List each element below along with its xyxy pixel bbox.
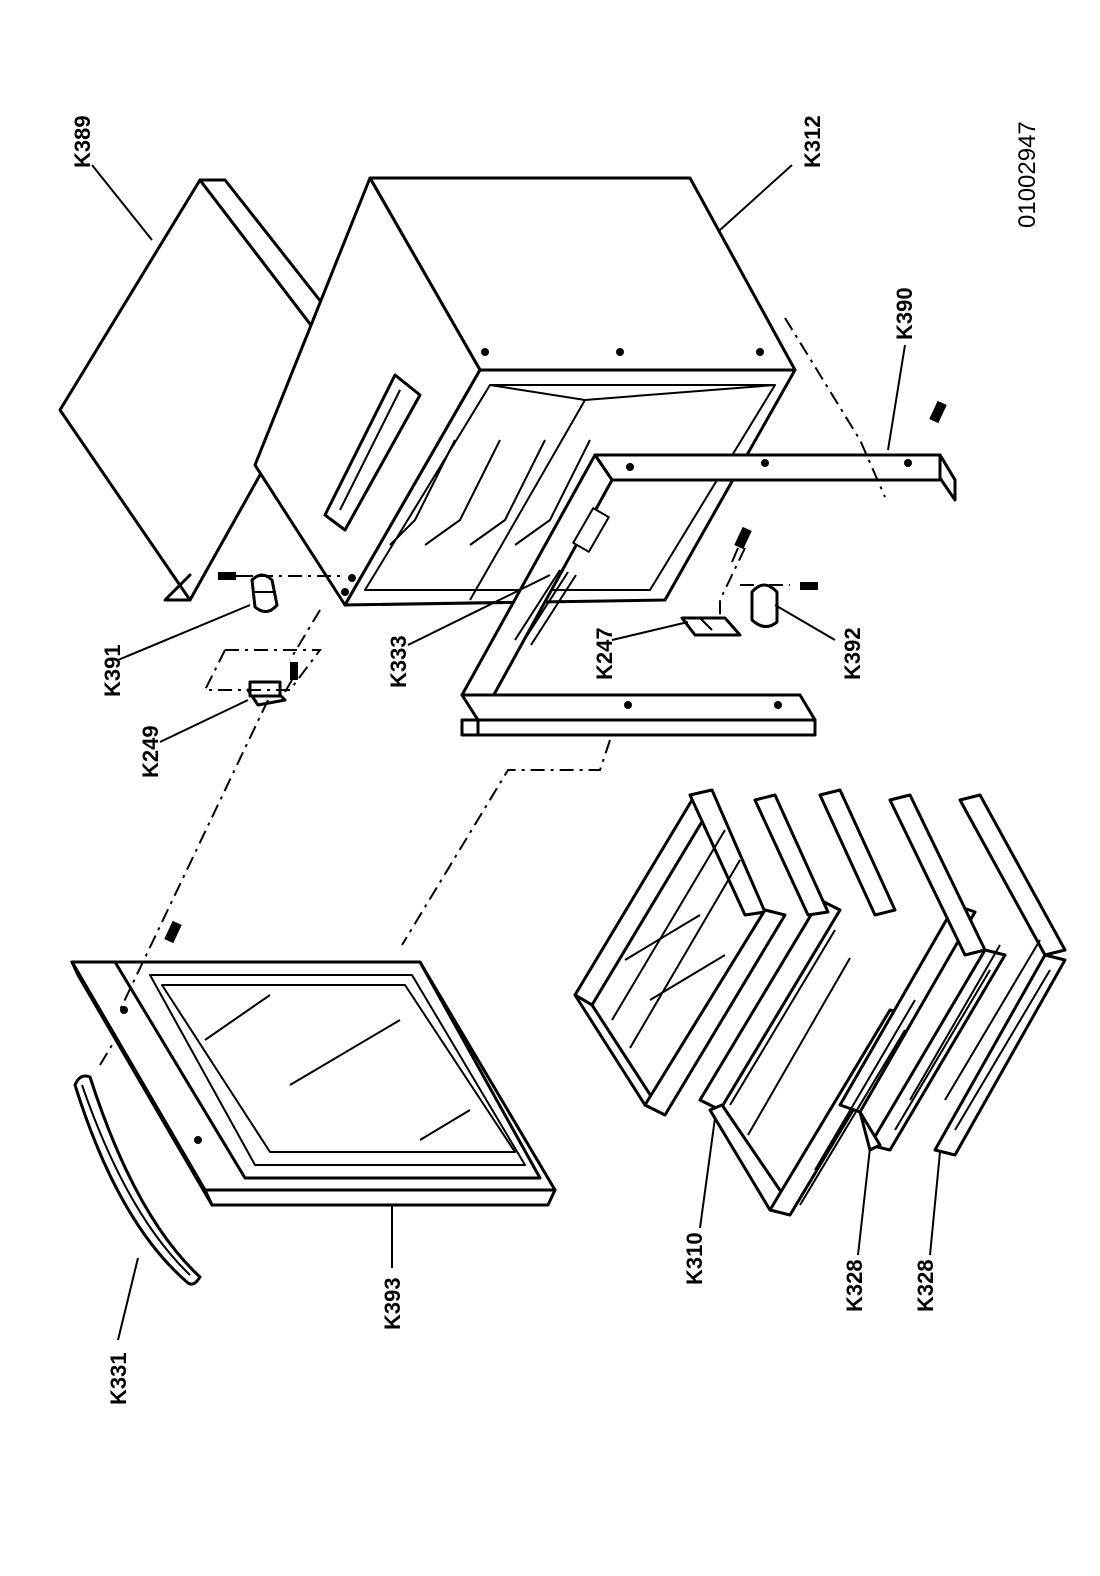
lower-bracket-part	[246, 680, 287, 707]
screw-icon	[164, 920, 182, 944]
wine-rack-part	[768, 788, 977, 1217]
right-bracket-part	[680, 616, 742, 637]
cabinet-part	[253, 176, 797, 607]
label-k249: K249	[138, 725, 163, 778]
screw-icon	[800, 582, 818, 590]
wine-rack-part	[858, 793, 1007, 1152]
label-k390: K390	[892, 287, 917, 340]
label-k331: K331	[106, 1352, 131, 1405]
assembly-lines	[99, 317, 886, 1066]
screw-icon	[731, 526, 752, 563]
wine-rack-part	[573, 788, 787, 1117]
wine-rack-part	[698, 793, 851, 1212]
label-k310: K310	[682, 1232, 707, 1285]
label-k333: K333	[386, 635, 411, 688]
label-k392: K392	[840, 627, 865, 680]
screw-icon	[284, 662, 298, 693]
control-panel-frame-part	[460, 453, 957, 737]
handle-part	[73, 1074, 202, 1286]
door-part	[70, 960, 557, 1207]
label-k247: K247	[592, 627, 617, 680]
document-number: 01002947	[1014, 121, 1041, 228]
label-k328-b: K328	[913, 1259, 938, 1312]
screw-icon	[929, 400, 947, 424]
label-k312: K312	[800, 115, 825, 168]
wine-rack-part	[933, 793, 1067, 1157]
label-k391: K391	[100, 644, 125, 697]
upper-hinge-part	[250, 573, 279, 613]
right-hinge-cover-part	[750, 583, 779, 628]
label-k328-a: K328	[842, 1259, 867, 1312]
leader-lines	[91, 164, 941, 1341]
label-k393: K393	[380, 1277, 405, 1330]
label-k389: K389	[70, 115, 95, 168]
